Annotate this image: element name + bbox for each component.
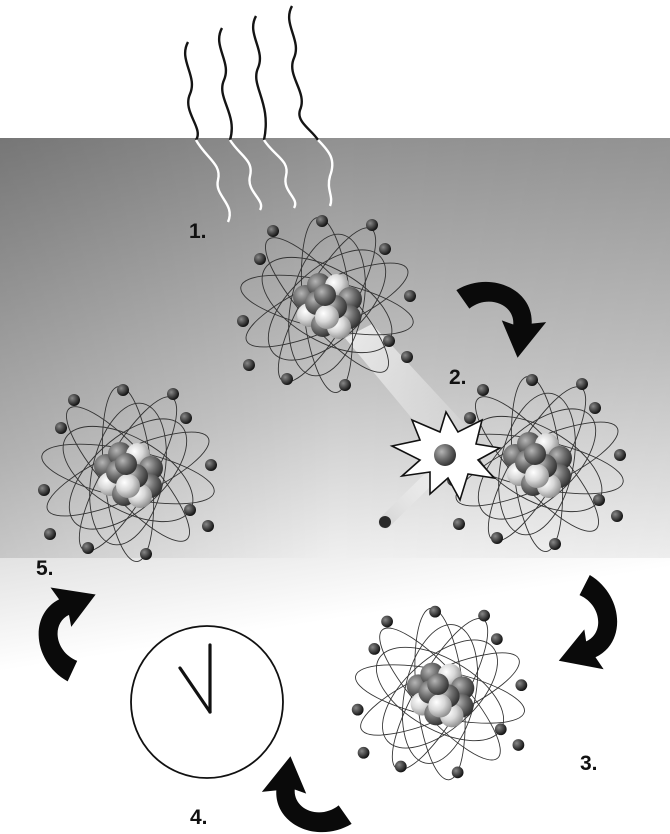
clock-icon <box>131 626 283 778</box>
step-label-4: 4. <box>190 806 208 830</box>
neutron-ball <box>434 444 456 466</box>
step-label-2: 2. <box>449 366 467 390</box>
neutron-trail-end <box>379 516 391 528</box>
step-label-1: 1. <box>189 220 207 244</box>
step-label-5: 5. <box>36 557 54 581</box>
step-label-3: 3. <box>580 752 598 776</box>
